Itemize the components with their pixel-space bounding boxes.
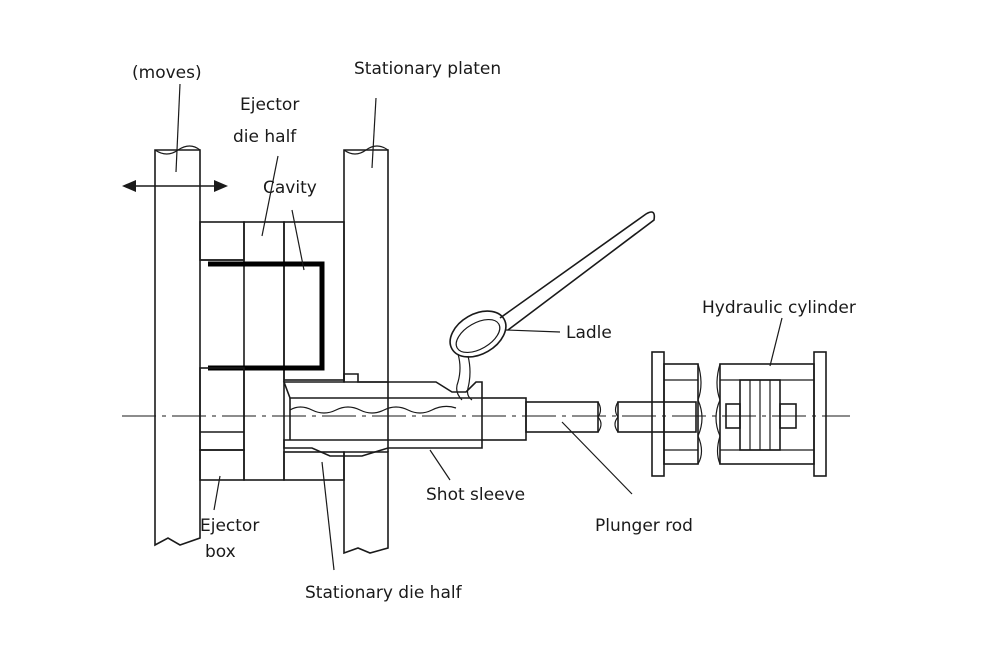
hydraulic-cylinder [651,351,827,477]
ladle-tool [449,211,656,358]
label-stationary-die-half: Stationary die half [305,583,463,603]
plunger [481,397,697,441]
shot-sleeve [282,373,483,457]
stationary-platen [343,145,389,555]
label-cavity: Cavity [263,178,317,198]
motion-double-arrow [122,180,228,192]
leader-lines [175,83,783,571]
label-ejector-box-1: Ejector [200,516,259,536]
label-hydraulic-cylinder: Hydraulic cylinder [702,298,856,318]
cavity-outline [208,261,325,371]
label-shot-sleeve: Shot sleeve [426,485,525,505]
label-stationary-platen: Stationary platen [354,59,501,79]
stationary-die-half [283,221,345,481]
label-ladle: Ladle [566,323,612,343]
ejector-box [199,367,245,451]
label-ejector-die-half-1: Ejector [240,95,299,115]
label-ejector-die-half-2: die half [233,127,297,147]
moving-platen [154,145,201,547]
molten-metal-stream [456,353,473,401]
label-moves: (moves) [132,63,202,83]
label-ejector-box-2: box [205,542,236,562]
label-plunger-rod: Plunger rod [595,516,693,536]
